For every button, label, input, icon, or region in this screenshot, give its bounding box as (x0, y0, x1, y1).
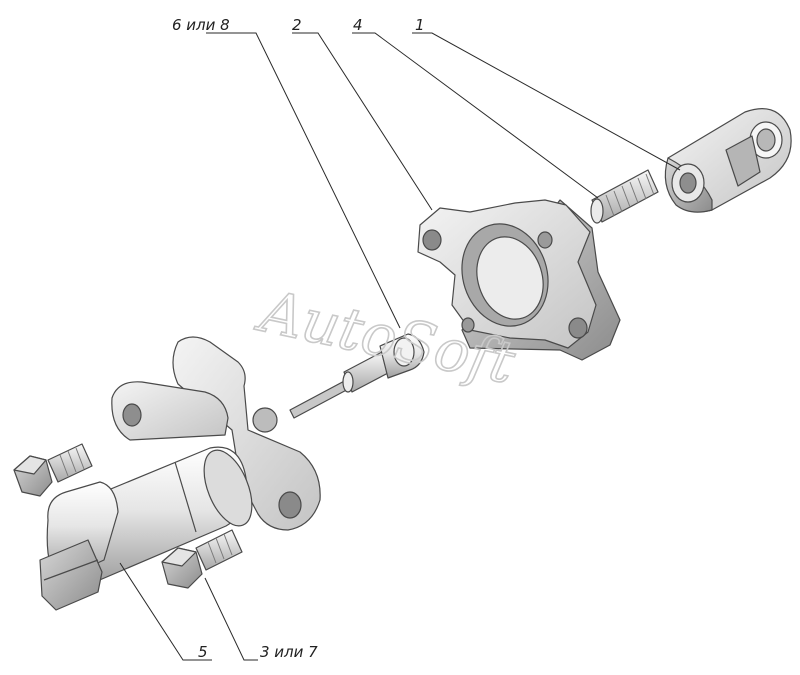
callout-5: 5 (198, 643, 208, 661)
leader-line-6 (206, 32, 401, 329)
callout-3-or-7: 3 или 7 (260, 643, 318, 661)
leader-line-3 (204, 577, 258, 661)
leader-line-4 (352, 32, 599, 199)
cylinder-body-part-5 (39, 336, 321, 611)
leader-line-1 (412, 32, 681, 171)
threaded-stud-part-4 (590, 169, 659, 224)
leader-line-5 (119, 562, 212, 661)
bolt-left-part (13, 443, 93, 497)
leader-lines (119, 32, 681, 661)
callout-2: 2 (292, 16, 302, 34)
bolt-part-3-7 (161, 529, 243, 589)
leader-line-2 (292, 32, 433, 211)
callout-6-or-8: 6 или 8 (172, 16, 230, 34)
callout-1: 1 (415, 16, 425, 34)
callout-4: 4 (353, 16, 363, 34)
clevis-fork-part-1 (664, 108, 792, 213)
mounting-flange-part-2 (417, 199, 621, 361)
push-rod-part-6-8 (289, 333, 425, 419)
